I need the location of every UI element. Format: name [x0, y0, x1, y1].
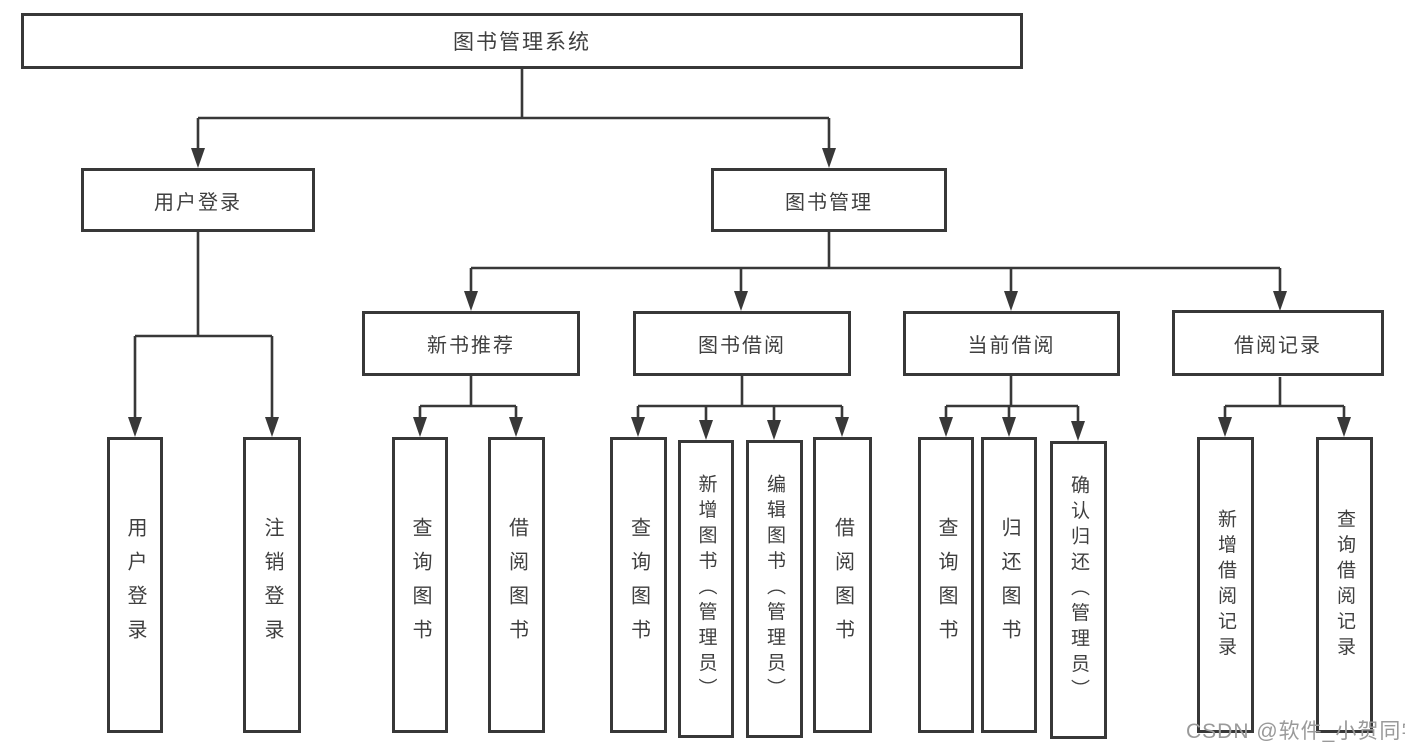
leaf-label: 新增图书（管理员） — [695, 474, 717, 704]
node-book-management: 图书管理 — [711, 168, 947, 232]
arrowhead-icon — [699, 420, 713, 440]
connector-userlogin-to-leaves — [128, 232, 279, 437]
leaf-borrow-books-2: 借阅图书 — [813, 437, 872, 733]
leaf-label: 归还图书 — [998, 517, 1020, 653]
leaf-add-borrow-record: 新增借阅记录 — [1197, 437, 1254, 733]
arrowhead-icon — [767, 420, 781, 440]
leaf-add-books-admin: 新增图书（管理员） — [678, 440, 734, 738]
csdn-watermark: CSDN @软件_小贺同学 — [1186, 720, 1405, 743]
leaf-label: 用户登录 — [124, 517, 146, 653]
leaf-label: 注销登录 — [261, 517, 283, 653]
arrowhead-icon — [1071, 421, 1085, 441]
leaf-query-books-1: 查询图书 — [392, 437, 448, 733]
arrowhead-icon — [1273, 291, 1287, 311]
connector-currentborrow-to-leaves — [939, 376, 1085, 441]
arrowhead-icon — [1337, 417, 1351, 437]
arrowhead-icon — [631, 417, 645, 437]
arrowhead-icon — [822, 148, 836, 168]
node-label: 图书管理 — [785, 191, 873, 214]
leaf-confirm-return-admin: 确认归还（管理员） — [1050, 441, 1107, 739]
node-label: 新书推荐 — [427, 335, 515, 357]
node-new-book-recommend: 新书推荐 — [362, 311, 580, 376]
arrowhead-icon — [939, 417, 953, 437]
arrowhead-icon — [265, 417, 279, 437]
leaf-label: 编辑图书（管理员） — [764, 474, 785, 704]
leaf-label: 借阅图书 — [831, 517, 854, 653]
leaf-user-login: 用户登录 — [107, 437, 163, 733]
leaf-edit-books-admin: 编辑图书（管理员） — [746, 440, 803, 738]
node-label: 借阅记录 — [1234, 334, 1322, 357]
arrowhead-icon — [835, 417, 849, 437]
connector-bookmgmt-to-level3 — [464, 232, 1287, 311]
node-label: 图书借阅 — [698, 335, 786, 357]
node-label: 图书管理系统 — [453, 31, 591, 54]
connector-root-to-level2 — [191, 69, 836, 168]
connector-records-to-leaves — [1218, 377, 1351, 437]
arrowhead-icon — [413, 417, 427, 437]
node-current-borrow: 当前借阅 — [903, 311, 1120, 376]
arrowhead-icon — [128, 417, 142, 437]
leaf-query-borrow-record: 查询借阅记录 — [1316, 437, 1373, 733]
leaf-return-books: 归还图书 — [981, 437, 1037, 733]
node-borrow-records: 借阅记录 — [1172, 310, 1384, 376]
node-label: 用户登录 — [154, 191, 242, 214]
leaf-logout: 注销登录 — [243, 437, 301, 733]
leaf-label: 查询图书 — [935, 517, 957, 653]
node-user-login: 用户登录 — [81, 168, 315, 232]
leaf-label: 查询图书 — [627, 517, 650, 653]
connector-bookborrow-to-leaves — [631, 376, 849, 440]
leaf-label: 查询图书 — [409, 517, 431, 653]
arrowhead-icon — [1004, 291, 1018, 311]
arrowhead-icon — [734, 291, 748, 311]
node-label: 当前借阅 — [967, 335, 1056, 357]
leaf-label: 借阅图书 — [505, 517, 528, 653]
leaf-borrow-books-1: 借阅图书 — [488, 437, 545, 733]
arrowhead-icon — [464, 291, 478, 311]
node-book-borrow: 图书借阅 — [633, 311, 851, 376]
connector-newbook-to-leaves — [413, 376, 523, 437]
arrowhead-icon — [1002, 417, 1016, 437]
leaf-label: 新增借阅记录 — [1215, 508, 1236, 662]
leaf-label: 查询借阅记录 — [1334, 508, 1355, 662]
arrowhead-icon — [1218, 417, 1232, 437]
leaf-label: 确认归还（管理员） — [1068, 475, 1089, 705]
leaf-query-books-3: 查询图书 — [918, 437, 974, 733]
leaf-query-books-2: 查询图书 — [610, 437, 667, 733]
arrowhead-icon — [509, 417, 523, 437]
arrowhead-icon — [191, 148, 205, 168]
node-library-system: 图书管理系统 — [21, 13, 1023, 69]
